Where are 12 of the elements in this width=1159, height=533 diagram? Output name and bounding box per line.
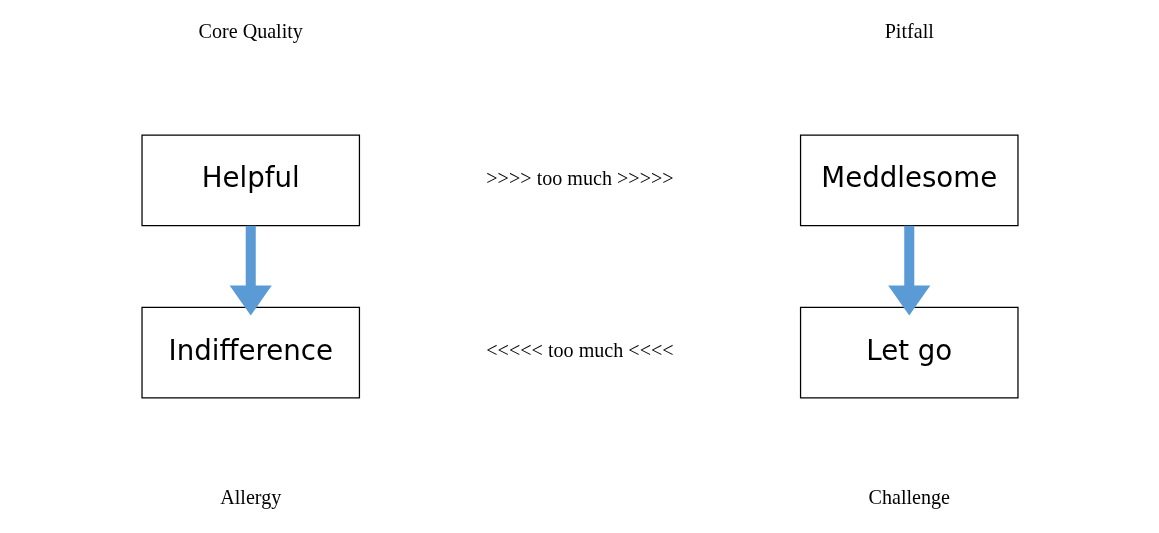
label: Core Quality — [198, 20, 303, 43]
node-box: Helpful — [140, 134, 360, 227]
label: >>>> too much >>>>> — [485, 167, 674, 190]
node-box: Indifference — [140, 306, 360, 399]
label: <<<<< too much <<<< — [485, 339, 674, 362]
arrow — [229, 225, 272, 316]
node-box: Let go — [799, 306, 1019, 399]
node-box: Meddlesome — [799, 134, 1019, 227]
label: Pitfall — [884, 20, 934, 43]
arrow — [887, 225, 930, 316]
label: Challenge — [868, 486, 950, 509]
label: Allergy — [219, 486, 281, 509]
